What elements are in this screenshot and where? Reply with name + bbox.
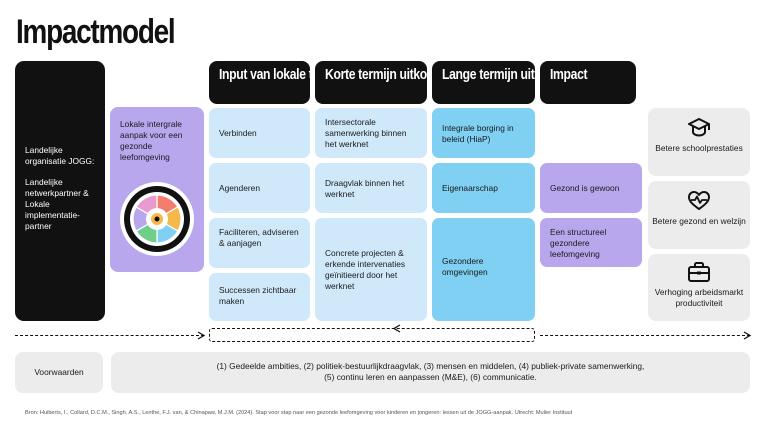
outcome-label-work: Verhoging arbeidsmarkt productiviteit (654, 287, 744, 308)
header-long-term: Lange termijn uitkomsten (432, 61, 582, 104)
arrow-right-icon (743, 331, 752, 340)
conditions-text: (1) Gedeelde ambities, (2) politiek-best… (111, 352, 750, 393)
outcome-card-work: Verhoging arbeidsmarkt productiviteit (648, 254, 750, 321)
outcome-label-health: Betere gezond en welzijn (652, 216, 746, 226)
conditions-label: Voorwaarden (15, 352, 103, 393)
short-item-draagvlak: Draagvlak binnen het werknet (315, 163, 427, 213)
page-title: Impactmodel (16, 13, 176, 51)
long-item-gezondere-omgevingen: Gezondere omgevingen (432, 218, 535, 321)
source-citation: Bron: Huiberts, I., Collard, D.C.M., Sin… (25, 410, 573, 416)
input-item-verbinden: Verbinden (209, 108, 310, 158)
feedback-line-right (540, 335, 750, 336)
header-input: Input van lokale team (209, 61, 336, 104)
arrow-right-icon (197, 331, 206, 340)
header-impact: Impact (540, 61, 636, 104)
conditions-line-2: (5) continu leren en aanpassen (M&E), (6… (324, 372, 537, 382)
impact-item-gezond-is-gewoon: Gezond is gewoon (540, 163, 642, 213)
input-item-faciliteren: Faciliteren, adviseren & aanjagen (209, 218, 310, 268)
arrow-left-icon (392, 324, 401, 333)
briefcase-icon (688, 262, 710, 282)
graduation-cap-icon (688, 118, 710, 137)
feedback-line-left (15, 335, 204, 336)
outcome-card-school: Betere schoolprestaties (648, 108, 750, 176)
feedback-loop (209, 328, 535, 342)
approach-label: Lokale intergrale aanpak voor een gezond… (120, 119, 183, 162)
long-item-eigenaarschap: Eigenaarschap (432, 163, 535, 213)
impact-item-leefomgeving: Een structureel gezondere leefomgeving (540, 218, 642, 267)
heart-pulse-icon (688, 191, 710, 210)
actor-line-1: Landelijke organisatie JOGG: (25, 145, 95, 166)
input-item-agenderen: Agenderen (209, 163, 310, 213)
outcome-label-school: Betere schoolprestaties (655, 143, 743, 153)
long-item-borging: Integrale borging in beleid (HiaP) (432, 108, 535, 158)
actor-line-2: Landelijke netwerkpartner & Lokale imple… (25, 177, 89, 231)
conditions-line-1: (1) Gedeelde ambities, (2) politiek-best… (216, 361, 645, 371)
short-item-samenwerking: Intersectorale samenwerking binnen het w… (315, 108, 427, 158)
approach-wheel-icon (120, 182, 194, 256)
input-item-successen: Successen zichtbaar maken (209, 273, 310, 321)
actor-panel: Landelijke organisatie JOGG: Landelijke … (15, 61, 105, 321)
short-item-projecten: Concrete projecten & erkende intervenati… (315, 218, 427, 321)
header-short-term: Korte termijn uitkomsten (315, 61, 461, 104)
outcome-card-health: Betere gezond en welzijn (648, 181, 750, 249)
